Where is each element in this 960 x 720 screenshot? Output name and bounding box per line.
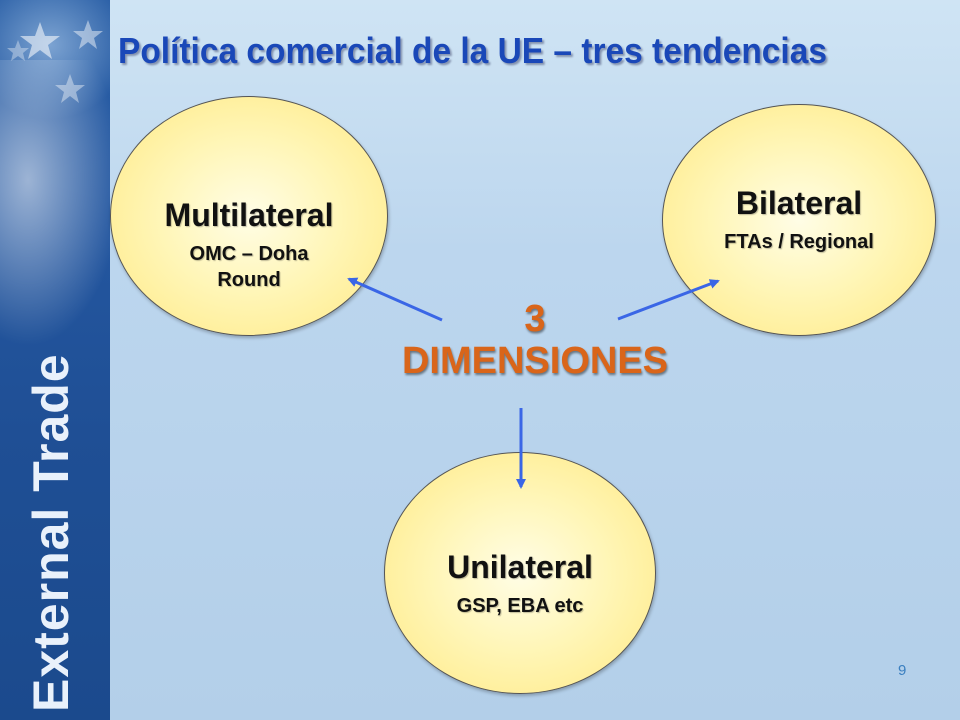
eu-stars-icon <box>7 20 103 103</box>
unilateral-bubble: Unilateral GSP, EBA etc <box>384 452 656 694</box>
arrow-to-bilateral <box>617 279 720 321</box>
bilateral-bubble: Bilateral FTAs / Regional <box>662 104 936 336</box>
dimensions-label: DIMENSIONES <box>401 340 669 382</box>
multilateral-label: Multilateral <box>164 197 334 233</box>
slide-title: Política comercial de la UE – tres tende… <box>118 30 827 71</box>
multilateral-sub2: Round <box>217 269 281 291</box>
unilateral-label: Unilateral <box>447 549 593 585</box>
bilateral-label: Bilateral <box>735 185 863 221</box>
page-number: 9 <box>898 662 907 679</box>
dimensions-count: 3 <box>524 298 546 340</box>
arrow-to-multilateral <box>347 277 443 322</box>
sidebar-map-glow <box>0 60 110 360</box>
multilateral-bubble: Multilateral OMC – Doha Round <box>110 96 388 336</box>
bilateral-sub1: FTAs / Regional <box>724 231 874 253</box>
multilateral-sub1: OMC – Doha <box>189 243 309 265</box>
sidebar-banner: External Trade <box>0 0 110 720</box>
unilateral-sub1: GSP, EBA etc <box>456 595 584 617</box>
